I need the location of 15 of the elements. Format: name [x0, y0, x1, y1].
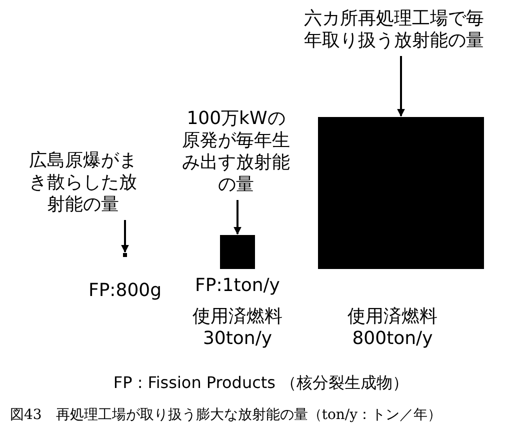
annotation-text: 100万kWの原発が毎年生み出す放射能の量	[180, 108, 292, 196]
figure-caption: 図43 再処理工場が取り扱う膨大な放射能の量（ton/y：トン／年）	[10, 406, 443, 425]
annotation-text: 広島原爆がまき散らした放射能の量	[22, 150, 144, 216]
value-label: FP:1ton/y	[194, 275, 281, 297]
filled-square	[123, 253, 127, 257]
value-label: 使用済燃料800ton/y	[346, 306, 438, 350]
arrow	[397, 56, 405, 117]
note-text: FP : Fission Products （核分裂生成物）	[112, 372, 410, 394]
value-label: FP:800g	[87, 280, 163, 302]
annotation-text: 六カ所再処理工場で毎年取り扱う放射能の量	[296, 8, 492, 52]
value-label: 使用済燃料30ton/y	[192, 306, 284, 350]
arrow	[121, 220, 129, 253]
filled-square	[220, 235, 255, 269]
filled-square	[318, 117, 484, 269]
arrow	[234, 200, 242, 235]
